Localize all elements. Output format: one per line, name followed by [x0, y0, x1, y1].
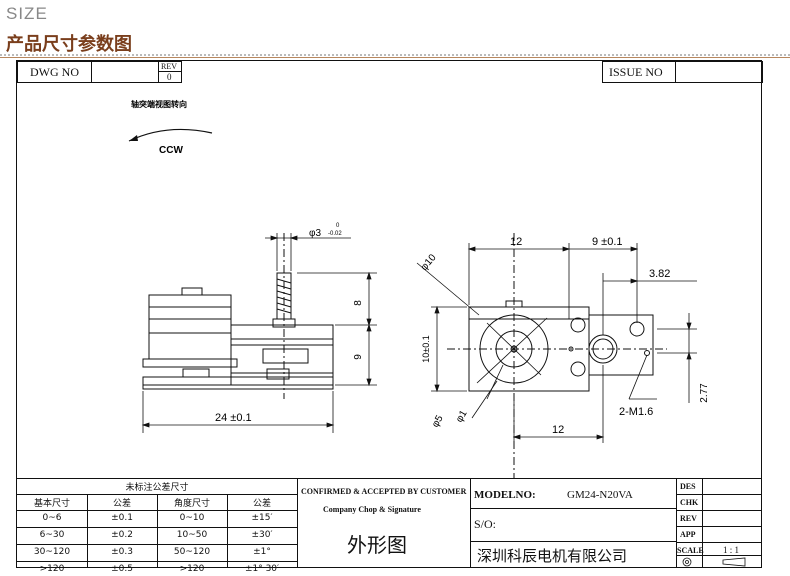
- tol-vline-4: [297, 478, 298, 567]
- width-dim: [141, 391, 335, 433]
- shaft-tol-upper: 0: [336, 223, 340, 229]
- model-hline: [470, 508, 676, 509]
- confirm-line-1: CONFIRMED & ACCEPTED BY CUSTOMER: [301, 487, 467, 496]
- tol-r3-c4: ±1°: [253, 547, 271, 557]
- height-dims: [297, 271, 377, 387]
- sign-line-4: [676, 542, 761, 543]
- tol-r3-c3: 50~120: [173, 547, 211, 557]
- ccw-arrow: [128, 128, 213, 142]
- issue-no-label: ISSUE NO: [609, 65, 663, 79]
- tol-r4-c3: >120: [179, 564, 205, 574]
- size-label: SIZE: [6, 4, 48, 23]
- dim-382: 3.82: [649, 268, 670, 280]
- sign-line-5: [676, 555, 761, 556]
- scale-value: 1 : 1: [723, 545, 740, 555]
- front-dims: [416, 243, 697, 443]
- model-value: GM24-N20VA: [567, 489, 633, 501]
- dim-bottom-12: 12: [552, 424, 564, 436]
- sign-vline: [702, 478, 703, 567]
- dwg-no-box: DWG NO: [17, 61, 92, 83]
- dim-width-24: 24 ±0.1: [215, 412, 252, 424]
- sign-line-2: [676, 510, 761, 511]
- sign-scale: SCALE: [677, 546, 704, 555]
- rotation-note: 轴突端视图转向: [131, 99, 187, 109]
- tol-r3-c2: ±0.3: [111, 547, 133, 557]
- front-view: [447, 233, 667, 478]
- sign-line-3: [676, 526, 761, 527]
- tol-header-1: 基本尺寸: [33, 499, 70, 509]
- rev-divider: [158, 71, 182, 72]
- tolerance-title: 未标注公差尺寸: [125, 483, 189, 493]
- engineering-drawing: 轴突端视图转向 CCW: [128, 99, 710, 478]
- tol-r2-c2: ±0.2: [111, 530, 133, 540]
- tol-vline-1: [87, 494, 88, 567]
- model-vline: [676, 478, 677, 567]
- tol-r1-c1: 0~6: [42, 513, 62, 523]
- side-view: [142, 233, 334, 399]
- confirm-line-2: Company Chop & Signature: [323, 505, 421, 514]
- dim-top-12: 12: [510, 236, 522, 248]
- rev-label: REV: [161, 62, 177, 71]
- dim-10: 10±0.1: [421, 335, 431, 362]
- bottom-block-top: [17, 478, 761, 479]
- sign-rev: REV: [680, 514, 697, 523]
- tol-r1-c2: ±0.1: [111, 513, 133, 523]
- tol-r1-c3: 0~10: [179, 513, 205, 523]
- sign-des: DES: [680, 482, 696, 491]
- tol-header-2: 公差: [112, 499, 131, 509]
- dim-phi5: φ5: [430, 413, 446, 429]
- ccw-arrow-head: [129, 135, 138, 141]
- tol-r2-c1: 6~30: [39, 530, 65, 540]
- title-divider: [0, 54, 790, 56]
- dim-phi1: φ1: [454, 408, 470, 424]
- sign-line-1: [676, 494, 761, 495]
- dwg-no-label: DWG NO: [30, 65, 79, 79]
- rev-box: REV 0: [158, 61, 182, 83]
- rev-value: 0: [167, 72, 172, 82]
- drawing-frame: DWG NO REV 0 ISSUE NO 轴突端视图转向 CCW: [16, 60, 763, 574]
- title-underline: [0, 57, 790, 58]
- so-hline: [470, 541, 676, 542]
- tol-vline-2: [157, 494, 158, 567]
- shaft-dia-dim: [265, 233, 351, 271]
- dim-top-9: 9 ±0.1: [592, 236, 623, 248]
- sign-chk: CHK: [680, 498, 699, 507]
- dim-height-9: 9: [353, 354, 364, 360]
- sign-app: APP: [680, 530, 696, 539]
- so-label: S/O:: [474, 517, 497, 531]
- projection-symbol-icon: [682, 557, 746, 567]
- drawing-name: 外形图: [347, 533, 407, 557]
- tol-r4-c2: ±0.5: [111, 564, 133, 574]
- shaft-tol-lower: -0.02: [328, 231, 342, 237]
- issue-no-value-box: [675, 61, 763, 83]
- dim-277: 2.77: [699, 383, 710, 403]
- shaft-dia-text: φ3: [309, 228, 321, 239]
- ccw-label: CCW: [159, 145, 183, 156]
- tol-header-4: 公差: [252, 499, 271, 509]
- tol-r2-c4: ±30′: [251, 530, 273, 540]
- model-label: MODELNO:: [474, 489, 536, 501]
- tol-vline-3: [227, 494, 228, 567]
- dim-height-8: 8: [353, 300, 364, 306]
- page-title: 产品尺寸参数图: [6, 34, 132, 55]
- tol-r2-c3: 10~50: [176, 530, 208, 540]
- dim-m16: 2-M1.6: [619, 406, 653, 418]
- tol-r3-c1: 30~120: [33, 547, 71, 557]
- tol-r4-c4: ±1° 30′: [244, 564, 280, 574]
- confirm-vline: [470, 478, 471, 567]
- issue-no-box: ISSUE NO: [602, 61, 676, 83]
- dwg-no-value-box: [91, 61, 159, 83]
- tol-r4-c1: >120: [39, 564, 65, 574]
- tol-header-3: 角度尺寸: [173, 499, 210, 509]
- company-name: 深圳科辰电机有限公司: [477, 547, 628, 565]
- dim-phi10: φ10: [419, 252, 439, 273]
- tol-r1-c4: ±15′: [251, 513, 273, 523]
